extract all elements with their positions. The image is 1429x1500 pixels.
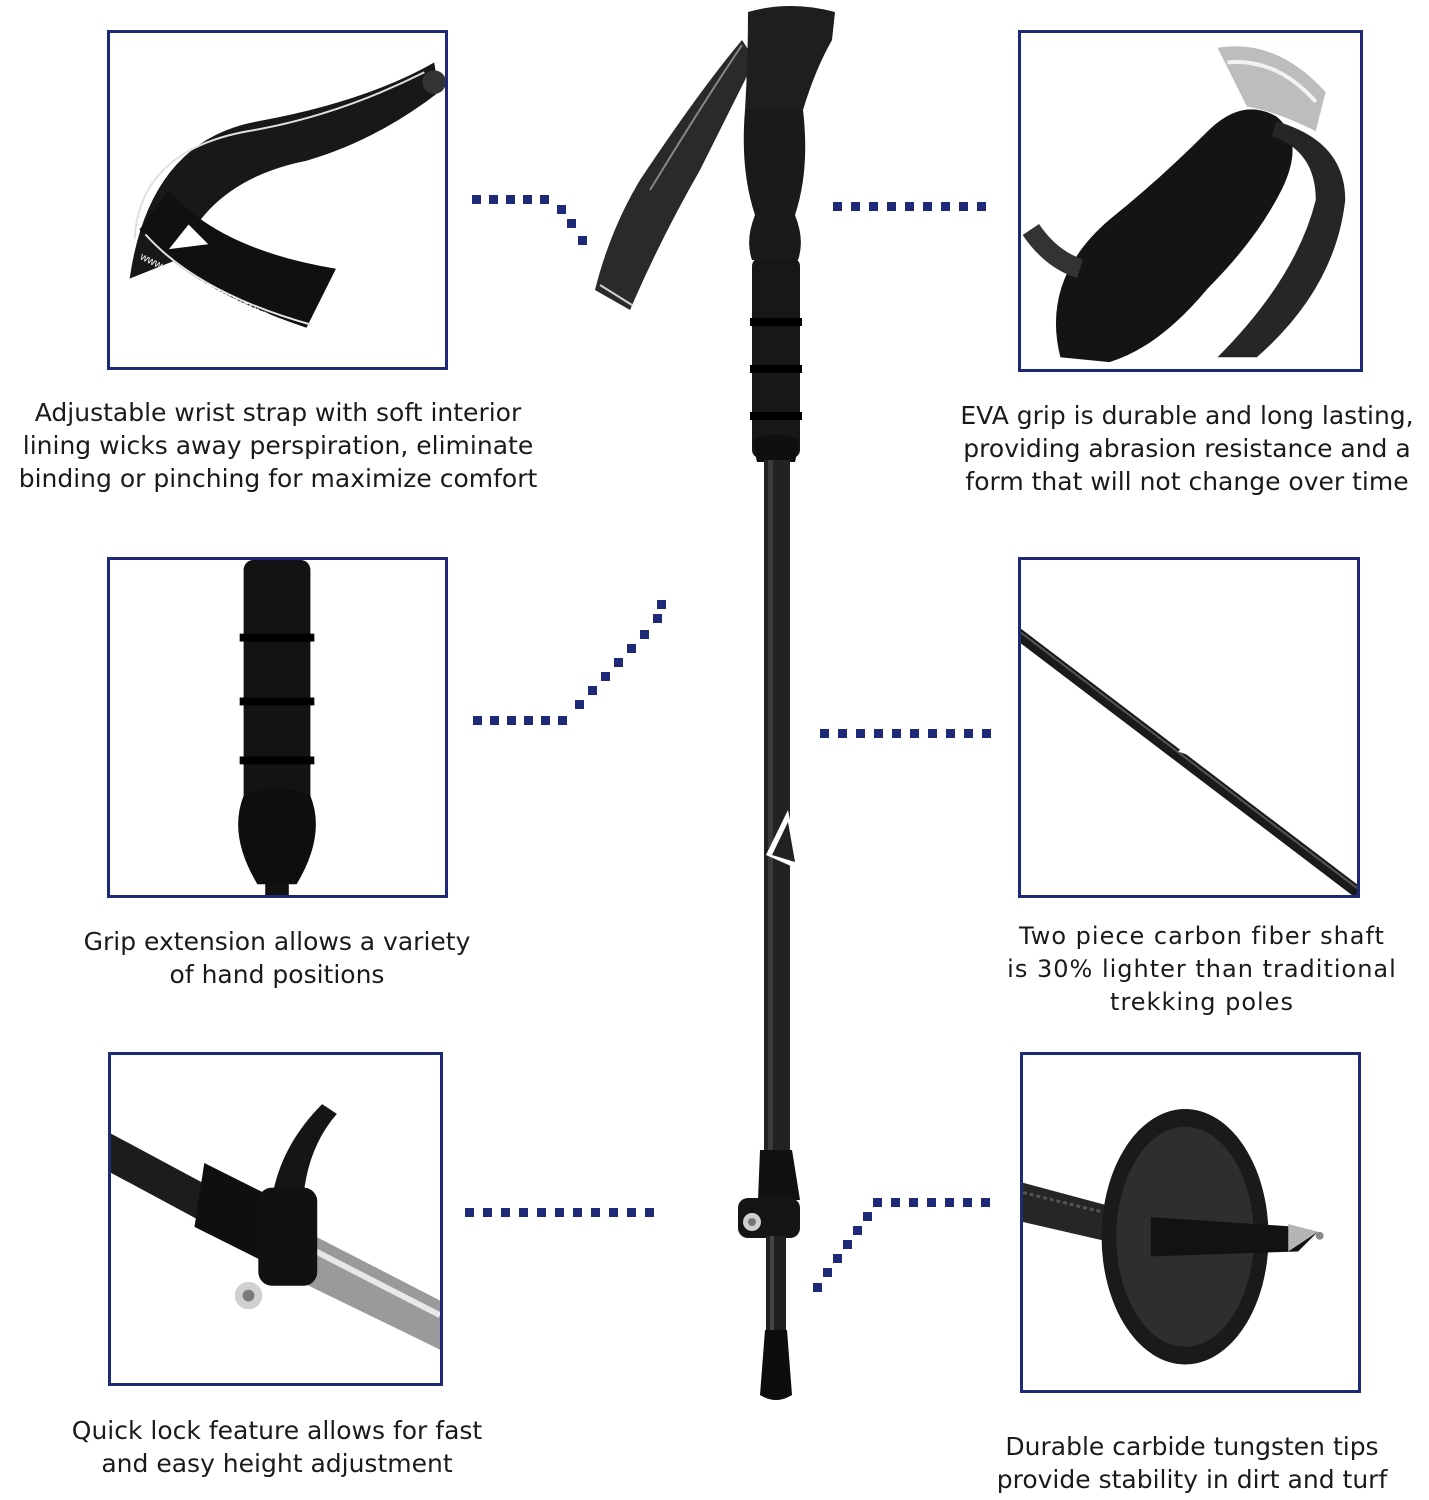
grip-extension-photo-icon xyxy=(238,560,316,895)
quick-lock-photo-icon xyxy=(111,1104,440,1350)
wrist-strap-panel: www.CASCADEMOUNTAINTECH.COM xyxy=(107,30,448,370)
wrist-strap-caption: Adjustable wrist strap with soft interio… xyxy=(18,398,538,493)
eva-grip-photo-icon xyxy=(1022,46,1346,363)
wrist-strap-photo-icon: www.CASCADEMOUNTAINTECH.COM xyxy=(129,62,445,346)
carbide-tip-photo-icon xyxy=(1023,1109,1324,1365)
eva-grip-panel xyxy=(1018,30,1363,372)
eva-grip-caption: EVA grip is durable and long lasting, pr… xyxy=(960,401,1414,496)
quick-lock-caption: Quick lock feature allows for fast and e… xyxy=(71,1416,483,1478)
carbide-tip-panel xyxy=(1020,1052,1361,1393)
carbon-shaft-photo-icon xyxy=(1021,628,1357,895)
trekking-pole-image xyxy=(595,6,835,1400)
grip-extension-caption: Grip extension allows a variety of hand … xyxy=(83,927,471,989)
carbide-tip-caption: Durable carbide tungsten tips provide st… xyxy=(996,1432,1388,1494)
carbon-shaft-panel xyxy=(1018,557,1360,898)
grip-extension-panel xyxy=(107,557,448,898)
quick-lock-panel xyxy=(108,1052,443,1386)
carbon-shaft-caption: Two piece carbon fiber shaft is 30% ligh… xyxy=(1007,922,1397,1016)
